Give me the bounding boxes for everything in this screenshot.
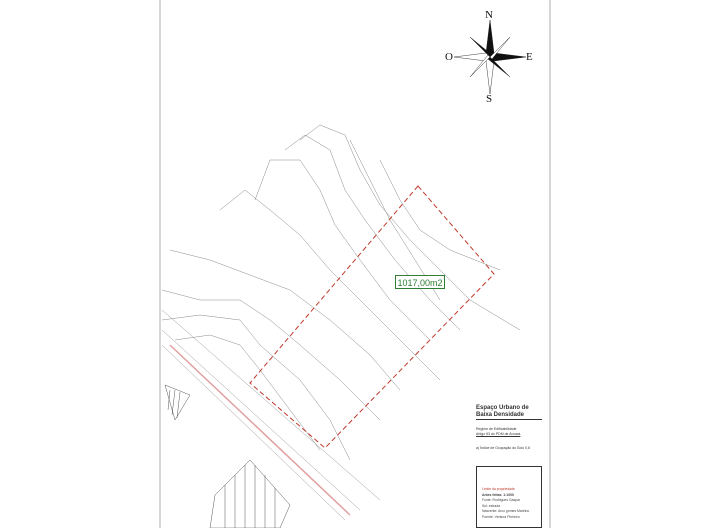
zoning-regime: Regime de Edificabilidade [476, 427, 517, 431]
compass-south: S [486, 93, 493, 105]
legend-scale: Antes feitas: 1:1000 [482, 492, 514, 497]
contour-lines [161, 124, 521, 461]
road [161, 309, 381, 521]
legend-boundary: Limite da propriedade [482, 487, 515, 491]
zoning-article: Artigo 63 do PDM de Arouca [476, 432, 521, 436]
parcel-area-label: 1017,00m2 [395, 275, 445, 289]
buildings-hatched [164, 384, 291, 528]
legend-line3: Nascente: Arco gomes Marinho [482, 509, 530, 513]
compass-west: O [445, 51, 453, 63]
compass-east: E [526, 51, 533, 63]
parcel-boundary [249, 185, 495, 449]
compass-rose-icon [453, 19, 527, 95]
legend-line1: Fonte: Rodrigues Gaspar [482, 498, 521, 502]
compass-north: N [485, 9, 493, 21]
legend-box: Limite da propriedade Antes feitas: 1:10… [476, 466, 542, 528]
zoning-title: Espaço Urbano de Baixa Densidade [476, 405, 542, 420]
legend-line4: Poente: Ventura Pinheiro [482, 514, 520, 519]
zoning-index: a) Índice de Ocupação do Solo 0,6 [476, 446, 530, 450]
legend-line2: Sul: estrada [482, 503, 501, 508]
